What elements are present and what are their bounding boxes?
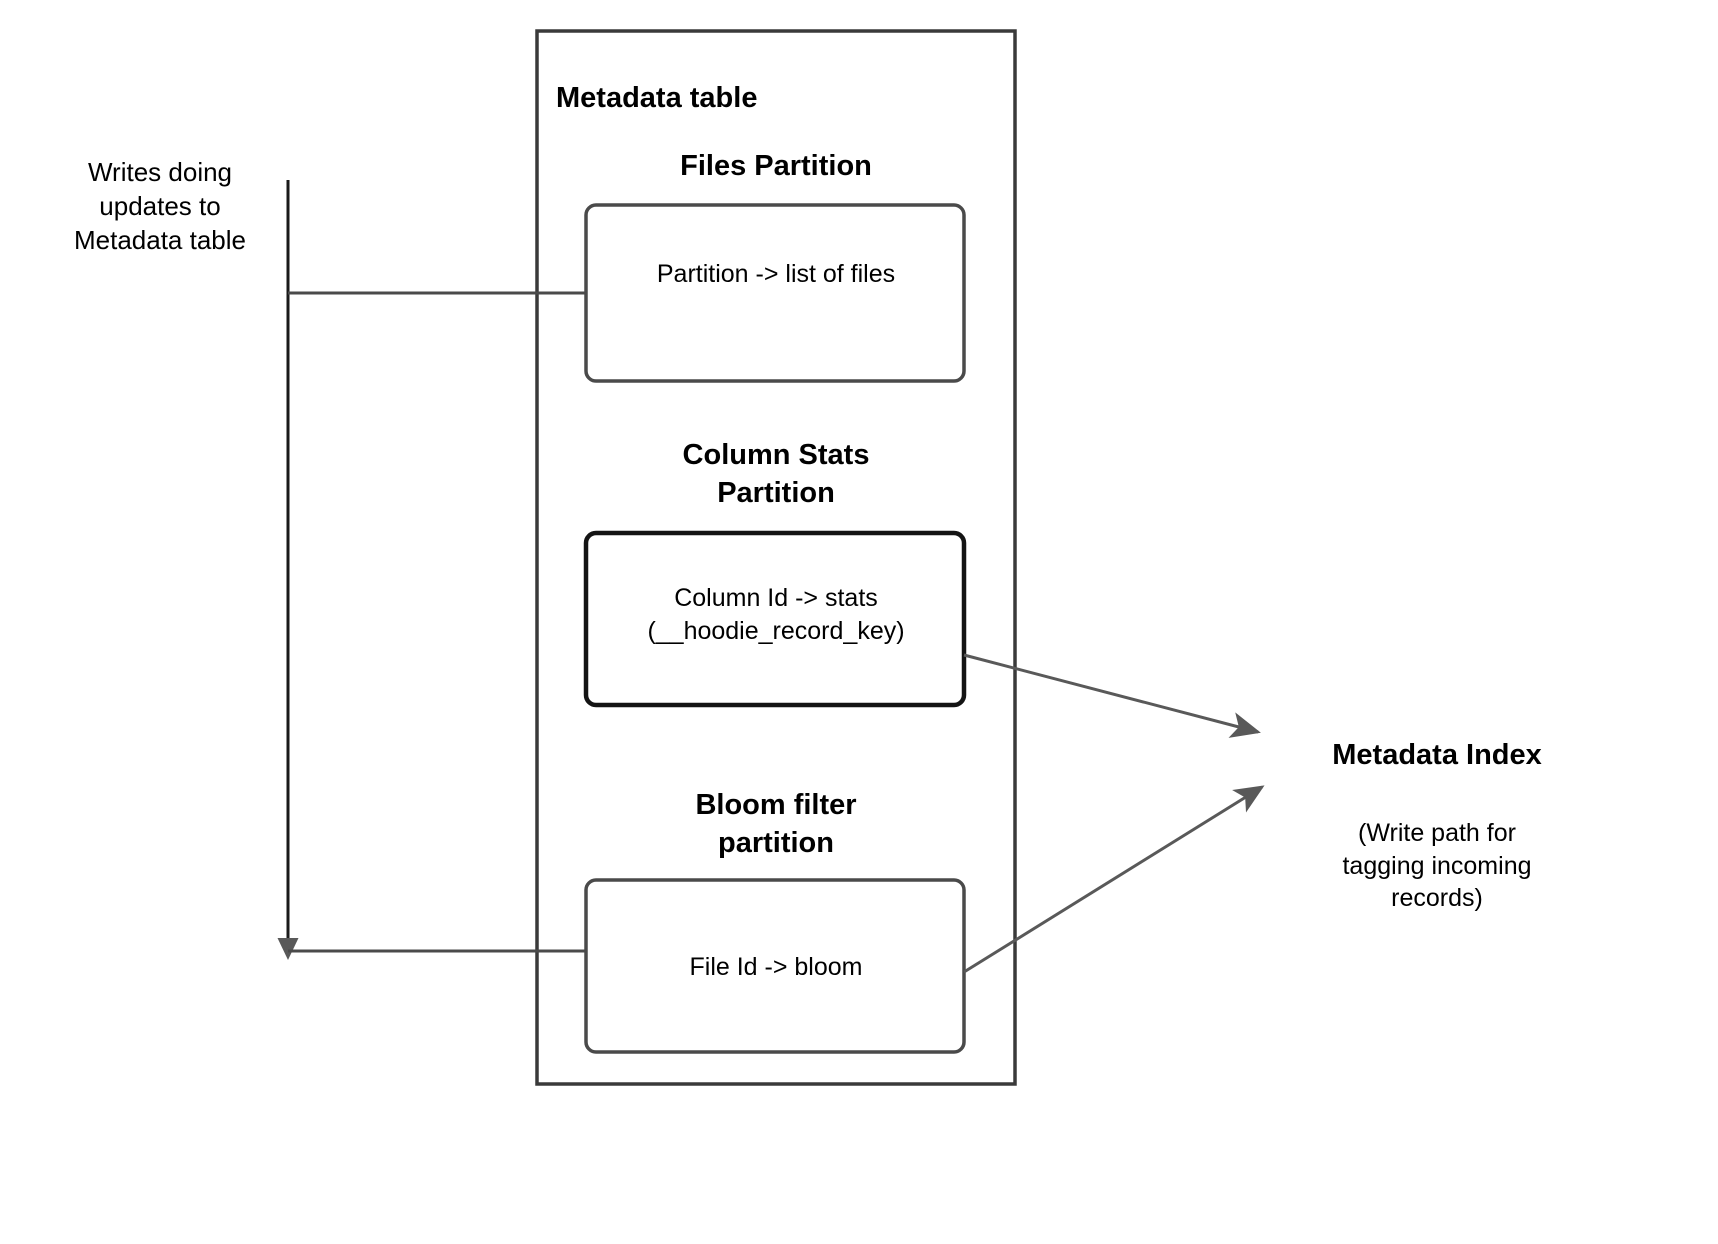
bloom-filter-partition-box bbox=[584, 878, 966, 1054]
arrow-bloom-to-index bbox=[963, 785, 1265, 974]
bloom-filter-partition-box-label: File Id -> bloom bbox=[689, 953, 863, 981]
files-partition-box bbox=[584, 203, 966, 383]
files-partition-heading: Files Partition bbox=[680, 150, 872, 182]
writes-connector-arrowhead-icon bbox=[277, 938, 299, 960]
column-stats-partition-heading: Column Stats Partition bbox=[682, 439, 870, 509]
bloom-filter-partition-heading: Bloom filter partition bbox=[695, 789, 857, 859]
files-partition-box-label: Partition -> list of files bbox=[656, 260, 896, 288]
metadata-index-title: Metadata Index bbox=[1332, 739, 1542, 771]
metadata-index-caption: (Write path for tagging incoming records… bbox=[1342, 819, 1532, 912]
column-stats-partition-box-label: Column Id -> stats (__hoodie_record_key) bbox=[647, 584, 905, 645]
column-stats-partition-box bbox=[583, 530, 967, 708]
arrow-colstats-to-index bbox=[963, 653, 1261, 738]
writes-updates-label: Writes doing updates to Metadata table bbox=[73, 157, 246, 255]
metadata-table-title: Metadata table bbox=[556, 82, 758, 114]
metadata-table-container bbox=[535, 29, 1017, 1086]
